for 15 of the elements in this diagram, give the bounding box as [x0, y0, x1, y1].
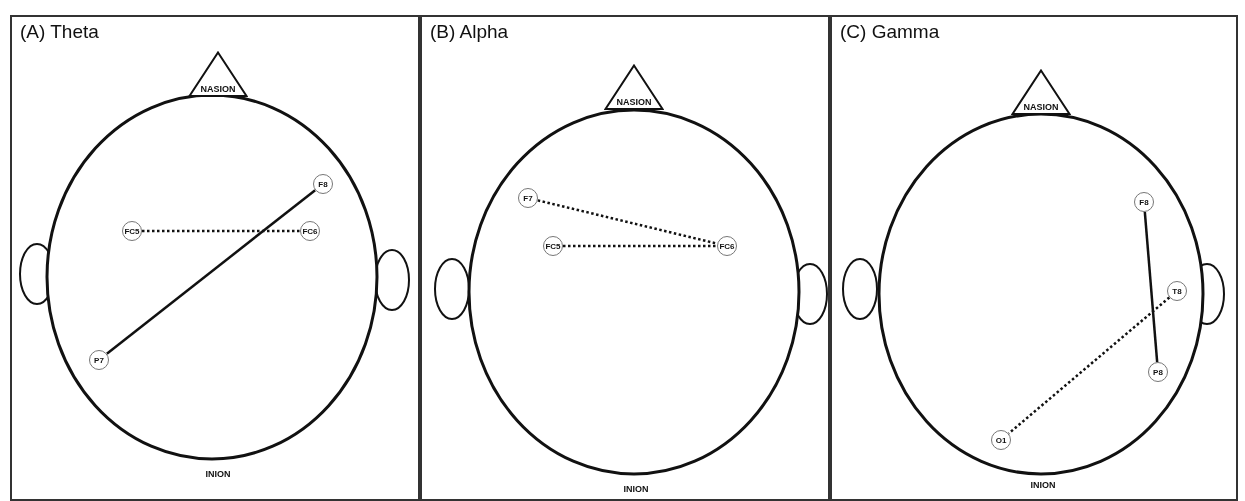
landmark-label: INION: [1030, 480, 1056, 490]
landmark-label: INION: [623, 484, 649, 494]
nasion-marker: NASION: [188, 51, 248, 97]
panel-heading: (C) Gamma: [840, 21, 940, 43]
connector-line: [106, 189, 316, 355]
dotted-connector: [537, 199, 718, 245]
dotted-connector: [1007, 296, 1171, 435]
panel-heading: (B) Alpha: [430, 21, 509, 43]
panel-heading: (A) Theta: [20, 21, 99, 43]
dotted-connector: [563, 244, 717, 248]
landmark-label: INION: [205, 469, 231, 479]
connector-line: [1143, 211, 1159, 363]
nasion-marker: NASION: [1011, 69, 1071, 115]
dotted-connector: [142, 229, 300, 233]
nasion-marker: NASION: [604, 64, 664, 110]
